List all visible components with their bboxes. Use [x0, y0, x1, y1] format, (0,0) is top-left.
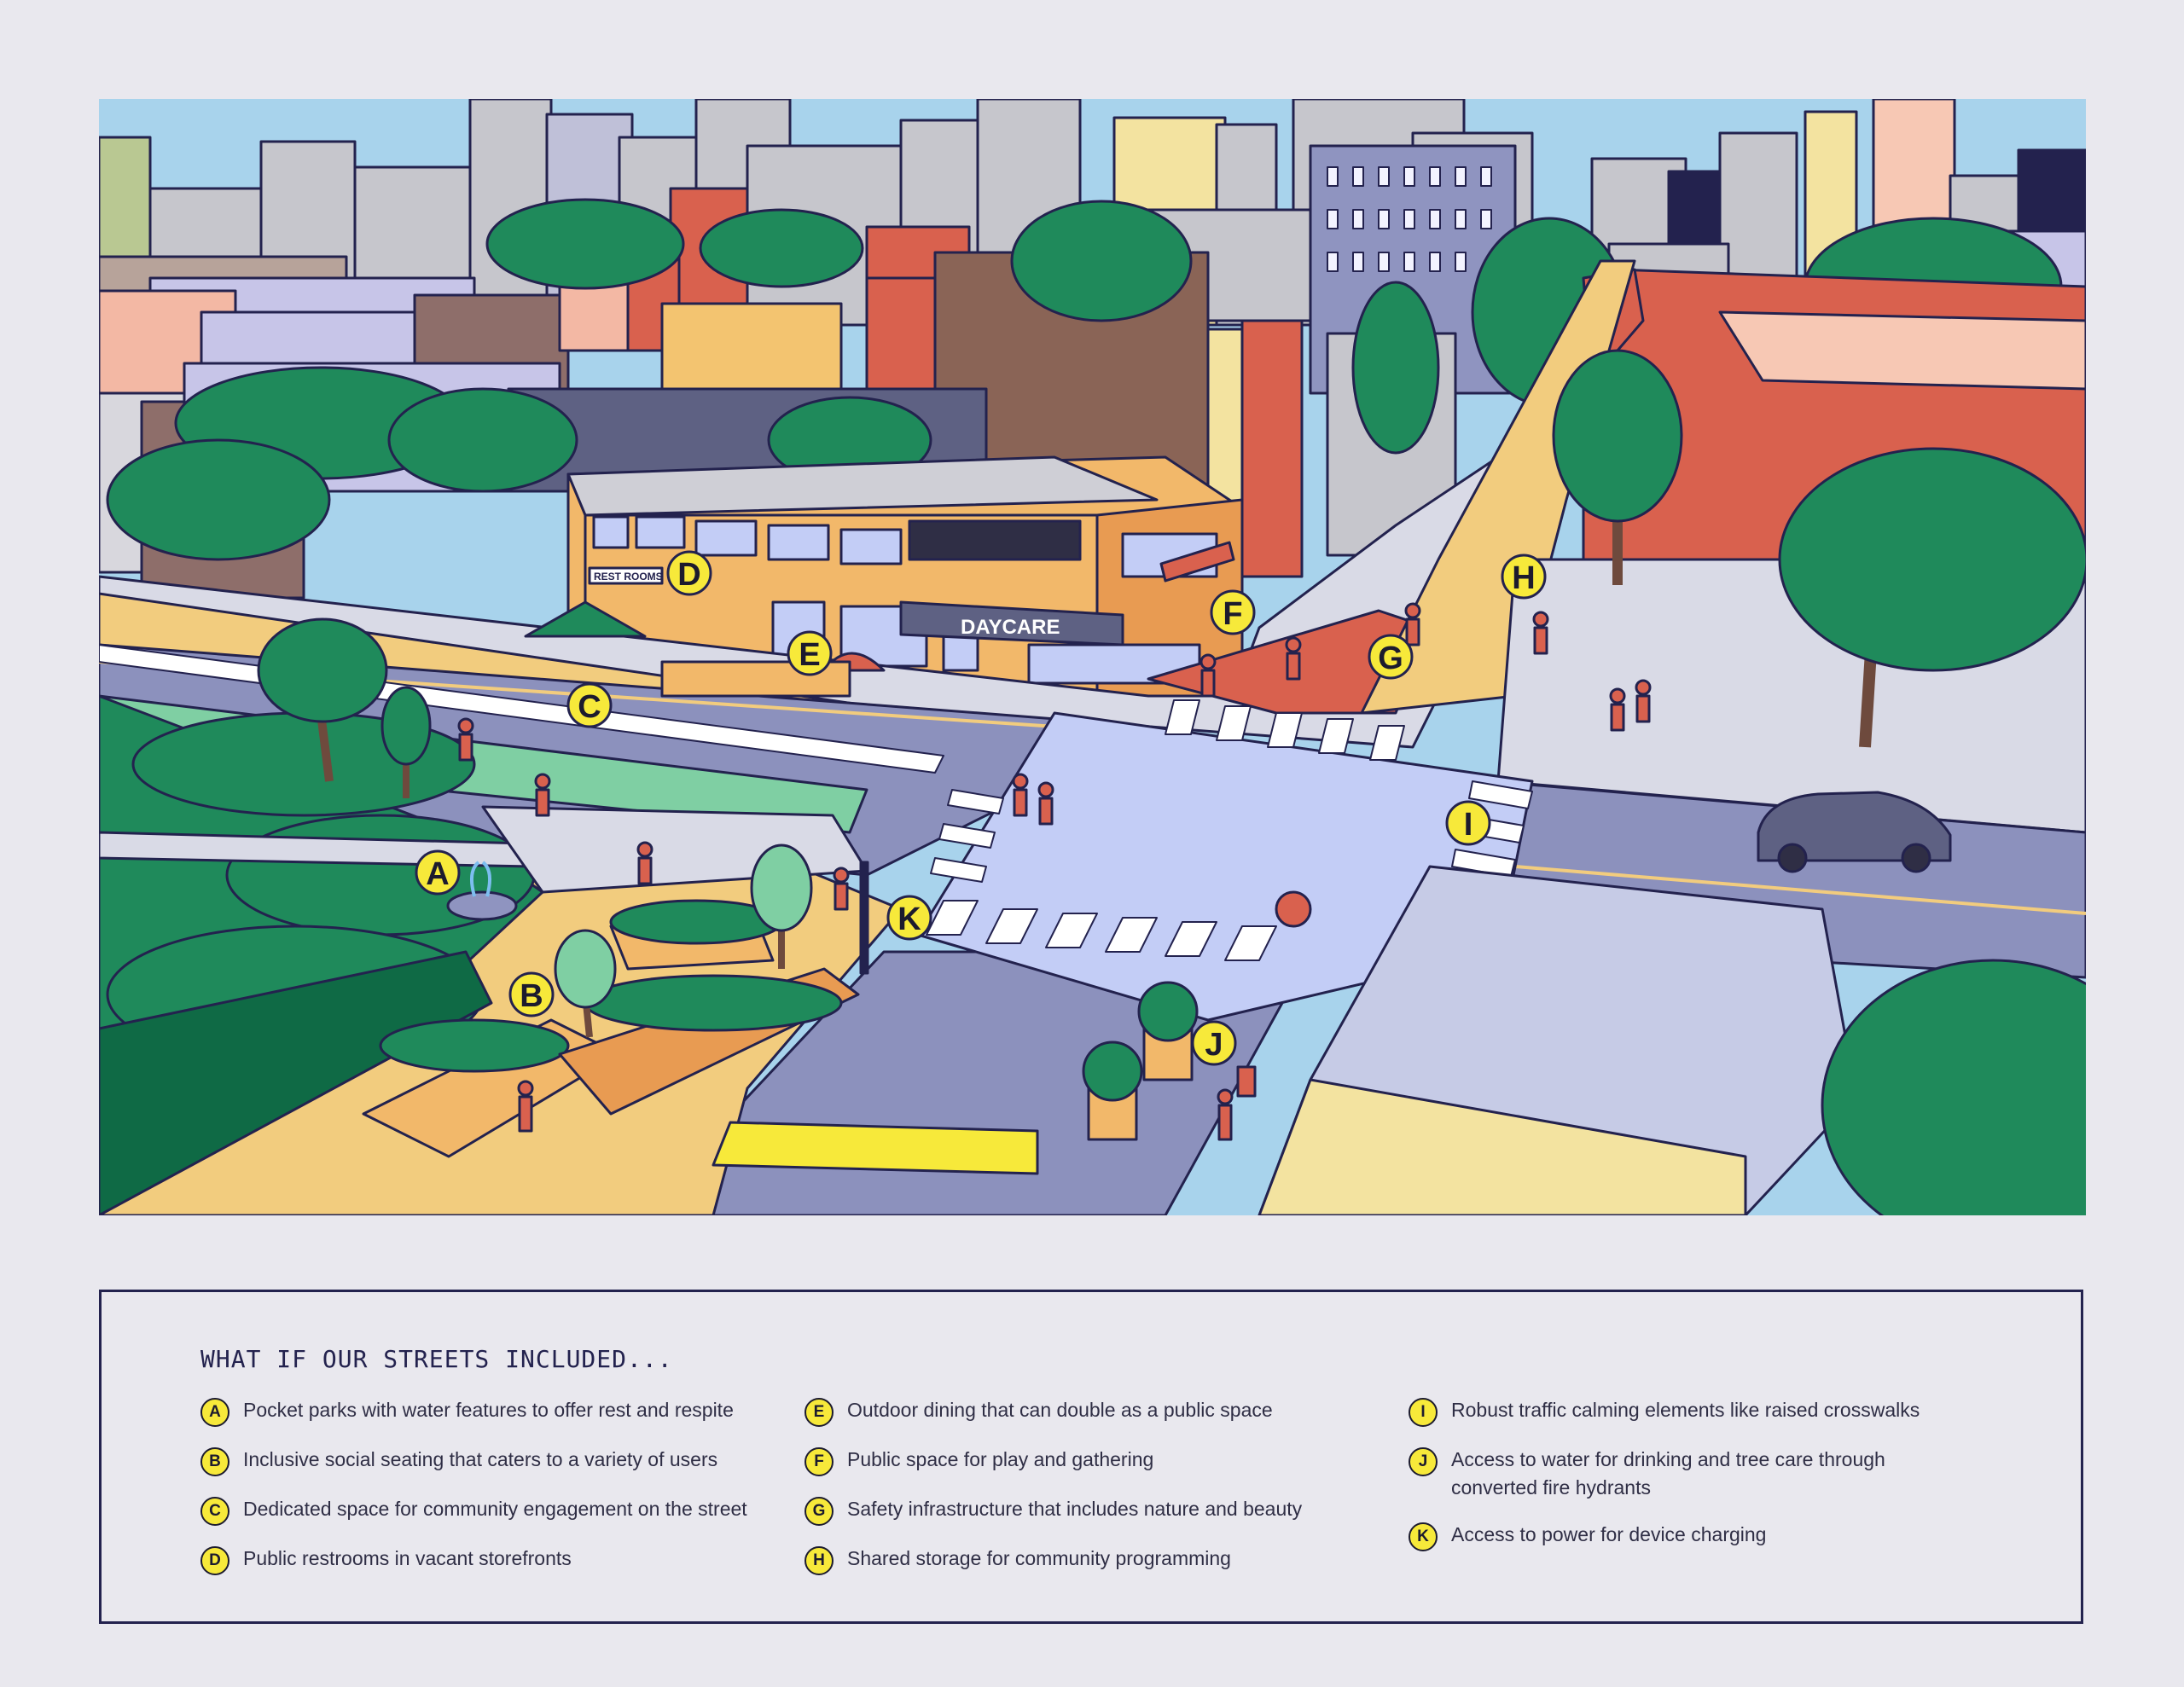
legend-text-e: Outdoor dining that can double as a publ… [847, 1399, 1273, 1421]
stop-sign [1275, 890, 1312, 928]
legend-item-h: H Shared storage for community programmi… [804, 1545, 1385, 1575]
legend-text-g: Safety infrastructure that includes natu… [847, 1498, 1303, 1520]
legend-column-3: I Robust traffic calming elements like r… [1409, 1396, 1937, 1570]
svg-text:I: I [1464, 807, 1473, 843]
street-illustration: DAYCARE REST ROOMS [99, 99, 2086, 1215]
legend-text-d: Public restrooms in vacant storefronts [243, 1547, 572, 1569]
legend-badge-c: C [200, 1497, 229, 1526]
legend-item-k: K Access to power for device charging [1409, 1521, 1937, 1551]
legend-text-h: Shared storage for community programming [847, 1547, 1231, 1569]
svg-text:E: E [799, 637, 820, 673]
legend-badge-b: B [200, 1447, 229, 1476]
svg-text:K: K [897, 901, 921, 937]
legend-box: WHAT IF OUR STREETS INCLUDED... A Pocket… [99, 1290, 2083, 1624]
marker-C: C [566, 682, 613, 728]
marker-B: B [508, 971, 555, 1017]
legend-item-e: E Outdoor dining that can double as a pu… [804, 1396, 1385, 1427]
legend-text-a: Pocket parks with water features to offe… [243, 1399, 734, 1421]
parked-car [1757, 791, 1952, 873]
marker-F: F [1210, 589, 1256, 635]
legend-item-a: A Pocket parks with water features to of… [200, 1396, 781, 1427]
charging-post [859, 861, 869, 975]
community-tent [524, 600, 647, 638]
marker-D: D [666, 550, 712, 596]
svg-text:F: F [1223, 596, 1242, 632]
legend-text-i: Robust traffic calming elements like rai… [1451, 1399, 1920, 1421]
marker-K: K [886, 895, 932, 941]
legend-badge-g: G [804, 1497, 834, 1526]
legend-item-j: J Access to water for drinking and tree … [1409, 1446, 1937, 1502]
svg-text:C: C [578, 689, 601, 725]
svg-text:H: H [1512, 560, 1535, 596]
legend-badge-k: K [1409, 1522, 1438, 1551]
svg-text:J: J [1205, 1027, 1223, 1063]
legend-badge-e: E [804, 1398, 834, 1427]
legend-badge-h: H [804, 1546, 834, 1575]
legend-item-f: F Public space for play and gathering [804, 1446, 1385, 1476]
legend-badge-a: A [200, 1398, 229, 1427]
legend-item-b: B Inclusive social seating that caters t… [200, 1446, 781, 1476]
svg-text:B: B [520, 978, 543, 1014]
marker-A: A [415, 849, 461, 896]
legend-text-b: Inclusive social seating that caters to … [243, 1448, 718, 1470]
planter-seating [362, 899, 860, 1158]
legend-item-c: C Dedicated space for community engageme… [200, 1495, 781, 1526]
marker-G: G [1368, 634, 1414, 680]
legend-item-i: I Robust traffic calming elements like r… [1409, 1396, 1937, 1427]
fire-hydrant [1236, 1065, 1257, 1098]
legend-text-k: Access to power for device charging [1451, 1523, 1767, 1545]
legend-badge-f: F [804, 1447, 834, 1476]
legend-badge-d: D [200, 1546, 229, 1575]
marker-E: E [787, 630, 833, 676]
street-trees [257, 349, 2086, 1141]
marker-J: J [1191, 1020, 1237, 1066]
legend-text-j: Access to water for drinking and tree ca… [1451, 1448, 1885, 1499]
legend-badge-i: I [1409, 1398, 1438, 1427]
svg-text:A: A [426, 856, 449, 892]
legend-text-f: Public space for play and gathering [847, 1448, 1154, 1470]
legend-column-1: A Pocket parks with water features to of… [200, 1396, 781, 1594]
legend-text-c: Dedicated space for community engagement… [243, 1498, 747, 1520]
legend-item-d: D Public restrooms in vacant storefronts [200, 1545, 781, 1575]
marker-H: H [1501, 554, 1547, 600]
svg-text:D: D [677, 557, 700, 593]
marker-I: I [1445, 800, 1491, 846]
legend-badge-j: J [1409, 1447, 1438, 1476]
legend-column-2: E Outdoor dining that can double as a pu… [804, 1396, 1385, 1594]
restrooms-sign: REST ROOMS [594, 571, 663, 583]
legend-item-g: G Safety infrastructure that includes na… [804, 1495, 1385, 1526]
legend-title: WHAT IF OUR STREETS INCLUDED... [200, 1345, 673, 1373]
daycare-sign: DAYCARE [961, 616, 1060, 639]
svg-text:G: G [1378, 641, 1403, 676]
people [457, 602, 1652, 1141]
fountain [446, 890, 518, 921]
